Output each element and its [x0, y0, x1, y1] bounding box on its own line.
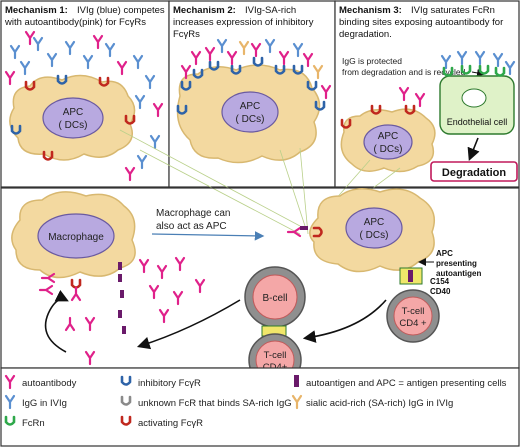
svg-text:autoantibody: autoantibody	[22, 378, 77, 389]
autoantigen	[300, 226, 308, 230]
svg-text:activating FcγR: activating FcγR	[138, 418, 203, 429]
endothelial-label: Endothelial cell	[447, 117, 508, 127]
legend-item-autoantigen-apc: autoantigen and APC = antigen presenting…	[294, 375, 507, 389]
legend-item-fcrn: FcRn	[4, 415, 45, 429]
apc-presenting-line-3: autoantigen	[436, 269, 481, 278]
bcell-to-antibody-arrow	[136, 299, 241, 350]
svg-text:unknown FcR that binds SA-rich: unknown FcR that binds SA-rich IgG	[138, 398, 292, 409]
tcell-to-bcell-arrow	[302, 299, 387, 343]
autoantigen-dashes	[118, 262, 126, 334]
panel-bottom: Macrophage Macrophage can also act as AP…	[0, 187, 520, 387]
cd40-label: CD40	[430, 287, 451, 296]
mechanism-2-line-3: FcγRs	[173, 29, 200, 40]
degradation-box	[430, 161, 518, 182]
apc-nucleus	[221, 91, 279, 133]
legend-item-unknown-fcr: unknown FcR that binds SA-rich IgG	[120, 395, 292, 409]
tcell-right-line-1: T-cell	[402, 306, 425, 317]
tcell-right-nucleus	[393, 296, 433, 336]
apc-nucleus	[42, 97, 104, 139]
macrophage-apc-line-1: Macrophage can	[156, 208, 231, 219]
legend-item-autoantibody: autoantibody	[4, 374, 77, 390]
apc-nucleus	[363, 124, 413, 160]
macrophage-arrow	[151, 231, 265, 241]
mechanism-1-title: Mechanism 1:	[5, 5, 68, 16]
bcell-nucleus	[252, 274, 298, 320]
mechanism-3-title: Mechanism 3:	[339, 5, 402, 16]
apc-sub-label: ( DCs)	[374, 144, 403, 155]
autoantigen	[408, 270, 413, 282]
macrophage-nucleus	[37, 213, 115, 259]
svg-text:autoantigen and APC = antigen: autoantigen and APC = antigen presenting…	[306, 378, 507, 389]
macrophage-receptor	[70, 278, 82, 302]
svg-text:sialic acid-rich (SA-rich) IgG: sialic acid-rich (SA-rich) IgG in IVIg	[306, 398, 453, 409]
c154-label: C154	[430, 277, 450, 286]
apc-nucleus	[345, 207, 403, 249]
apc-label: APC	[364, 217, 385, 228]
mechanism-1-line-1: IVIg (blue) competes	[77, 5, 165, 16]
igg-protected-line-1: IgG is protected	[342, 56, 402, 66]
legend: autoantibody inhibitory FcγR autoantigen…	[0, 367, 520, 447]
svg-text:inhibitory FcγR: inhibitory FcγR	[138, 378, 201, 389]
mechanism-2-title: Mechanism 2:	[173, 5, 236, 16]
legend-item-activating-fcgr: activating FcγR	[120, 415, 203, 429]
svg-text:IgG in IVIg: IgG in IVIg	[22, 398, 67, 409]
mechanism-2-line-2: increases expression of inhibitory	[173, 17, 314, 28]
mechanism-3-line-3: degradation.	[339, 29, 392, 40]
bcell-label: B-cell	[262, 293, 287, 304]
apc-label: APC	[378, 131, 399, 142]
apc-presenting-line-2: presenting	[436, 259, 477, 268]
tcell-bottom-line-1: T-cell	[264, 350, 287, 361]
apc-presenting-line-1: APC	[436, 249, 453, 258]
apc-sub-label: ( DCs)	[236, 114, 265, 125]
panel-mechanism-1: Mechanism 1: IVIg (blue) competes with a…	[0, 0, 170, 188]
tcell-right-line-2: CD4 +	[399, 318, 427, 329]
apc-label: APC	[63, 107, 84, 118]
apc-sub-label: ( DCs)	[59, 120, 88, 131]
degradation-label: Degradation	[442, 167, 506, 179]
macrophage-apc-line-2: also act as APC	[156, 221, 227, 232]
antibody-to-macrophage-arrow	[44, 289, 69, 353]
legend-item-sa-rich-igg: sialic acid-rich (SA-rich) IgG in IVIg	[291, 394, 453, 410]
autoantibody-cluster	[286, 226, 302, 238]
panel-mechanism-2: Mechanism 2: IVIg-SA-rich increases expr…	[168, 0, 336, 188]
endothelial-nucleus	[461, 88, 487, 108]
panel-mechanism-3: Mechanism 3: IVIg saturates FcRn binding…	[334, 0, 520, 188]
degradation-arrow	[467, 137, 480, 161]
mechanism-2-line-1: IVIg-SA-rich	[245, 5, 296, 16]
mechanism-1-line-2: with autoantibody(pink) for FcγRs	[4, 17, 146, 28]
apc-label: APC	[240, 101, 261, 112]
legend-item-igg-ivig: IgG in IVIg	[4, 394, 67, 410]
macrophage-label: Macrophage	[48, 232, 104, 243]
mechanism-3-line-2: binding sites exposing autoantibody for	[339, 17, 503, 28]
svg-text:FcRn: FcRn	[22, 418, 45, 429]
mechanism-3-line-1: IVIg saturates FcRn	[411, 5, 495, 16]
apc-sub-label: ( DCs)	[360, 230, 389, 241]
igg-protected-line-2: from degradation and is recycled	[342, 67, 466, 77]
legend-item-inhibitory-fcgr: inhibitory FcγR	[120, 375, 201, 389]
